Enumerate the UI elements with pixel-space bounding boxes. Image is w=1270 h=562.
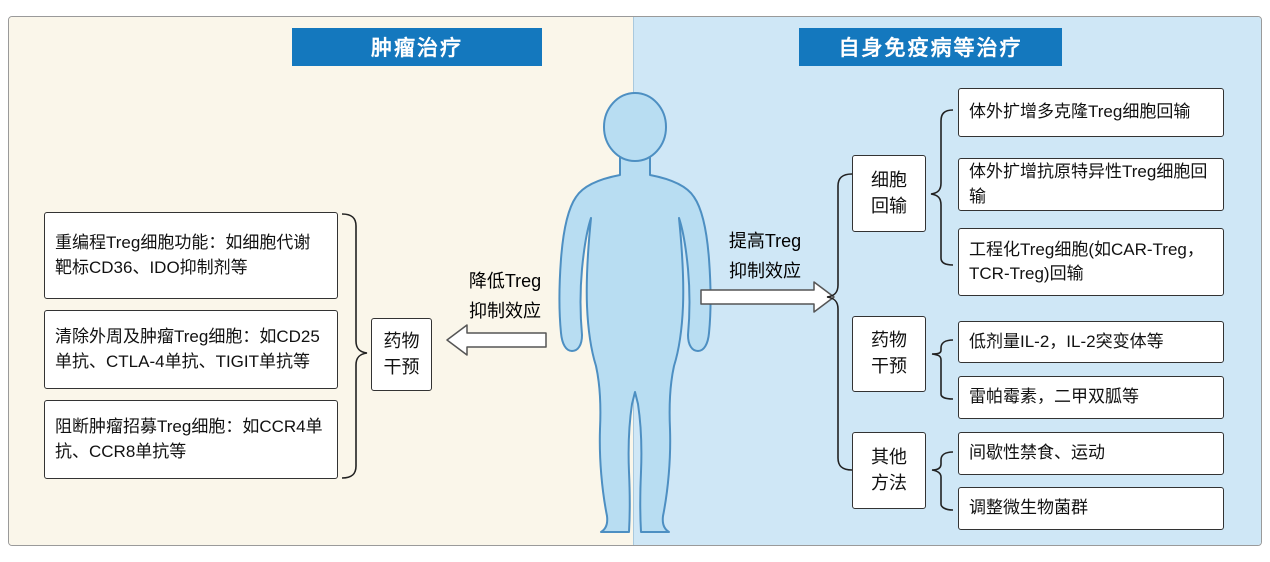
item-engineered-treg: 工程化Treg细胞(如CAR-Treg，TCR-Treg)回输 bbox=[958, 228, 1224, 296]
autoimmune-therapy-title: 自身免疫病等治疗 bbox=[799, 28, 1062, 66]
tumor-therapy-title: 肿瘤治疗 bbox=[292, 28, 542, 66]
left-drug-intervention-hub: 药物 干预 bbox=[371, 318, 432, 391]
item-low-dose-il2: 低剂量IL-2，IL-2突变体等 bbox=[958, 321, 1224, 363]
category-cell-reinfusion: 细胞 回输 bbox=[852, 155, 926, 232]
item-polyclonal-treg: 体外扩增多克隆Treg细胞回输 bbox=[958, 88, 1224, 137]
reduce-treg-arrow-label: 降低Treg 抑制效应 bbox=[468, 271, 542, 321]
item-microbiota: 调整微生物菌群 bbox=[958, 487, 1224, 530]
category-other-methods: 其他 方法 bbox=[852, 432, 926, 509]
category-drug-intervention: 药物 干预 bbox=[852, 316, 926, 392]
tumor-strategy-box-reprogram: 重编程Treg细胞功能：如细胞代谢靶标CD36、IDO抑制剂等 bbox=[44, 212, 338, 299]
item-fasting-exercise: 间歇性禁食、运动 bbox=[958, 432, 1224, 475]
tumor-strategy-box-block-recruit: 阻断肿瘤招募Treg细胞：如CCR4单抗、CCR8单抗等 bbox=[44, 400, 338, 479]
item-antigen-specific-treg: 体外扩增抗原特异性Treg细胞回输 bbox=[958, 158, 1224, 211]
item-rapamycin-metformin: 雷帕霉素，二甲双胍等 bbox=[958, 376, 1224, 419]
increase-treg-arrow-label: 提高Treg 抑制效应 bbox=[728, 231, 802, 281]
tumor-strategy-box-deplete: 清除外周及肿瘤Treg细胞：如CD25单抗、CTLA-4单抗、TIGIT单抗等 bbox=[44, 310, 338, 389]
